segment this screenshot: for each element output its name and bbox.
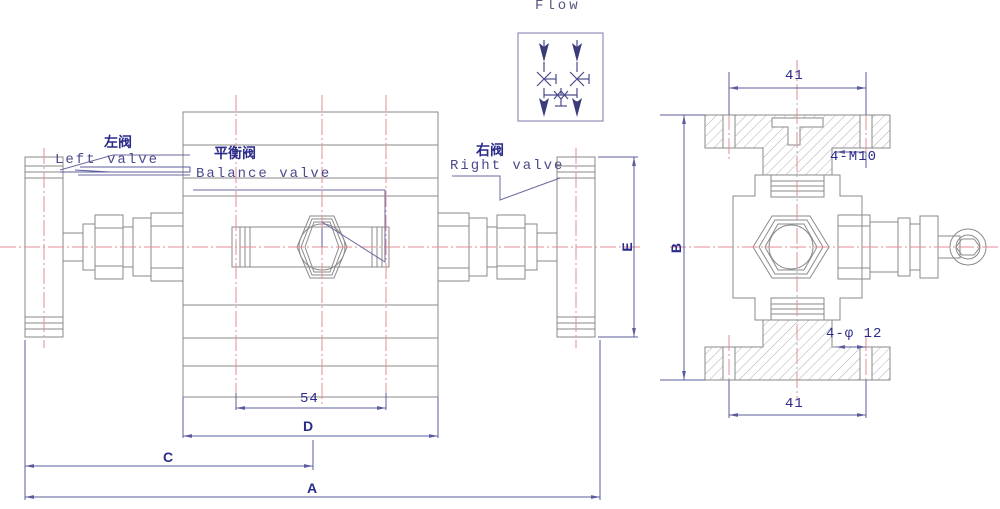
dimension-b: B (668, 242, 684, 254)
dimension-a: A (307, 480, 318, 496)
left-valve-label-en: Left valve (55, 152, 160, 168)
leader-lines (60, 166, 323, 247)
balance-valve-label-en: Balance valve (196, 166, 332, 182)
label-leaders (59, 154, 561, 263)
dimension-lines (24, 72, 867, 500)
thread-note-4-m10: 4-M10 (830, 149, 878, 165)
dimension-41-bottom: 41 (785, 396, 804, 412)
front-view-centerlines (0, 95, 640, 405)
dimension-d: D (303, 418, 314, 434)
flow-schematic-geometry (517, 32, 604, 122)
dimension-c: C (163, 449, 174, 465)
balance-valve-label-cn: 平衡阀 (214, 146, 256, 162)
dimension-e: E (619, 242, 635, 252)
right-valve-label-en: Right valve (450, 158, 565, 174)
hole-note-4-phi12: 4-φ 12 (826, 326, 883, 342)
left-valve-label-cn: 左阀 (104, 135, 132, 151)
dimension-54: 54 (300, 391, 319, 407)
flow-title: Flow (535, 0, 581, 14)
flow-arrow (539, 43, 582, 117)
dimension-41-top: 41 (785, 68, 804, 84)
right-valve-label-cn: 右阀 (476, 143, 504, 159)
